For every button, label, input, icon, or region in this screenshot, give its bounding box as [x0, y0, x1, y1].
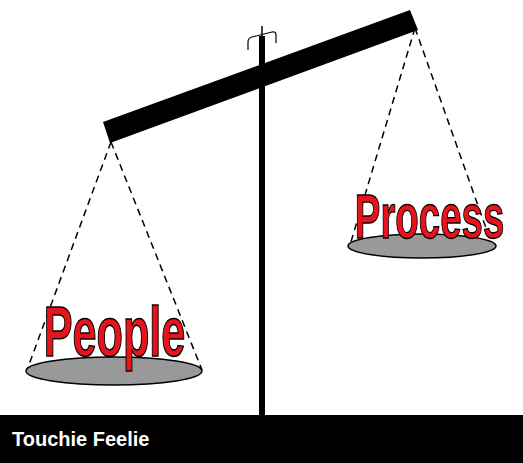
process-pan: Process — [338, 192, 506, 260]
scale-beam — [103, 10, 418, 143]
pan-label: People — [31, 297, 198, 370]
pan-strings — [27, 28, 492, 370]
caption-band: Touchie Feelie — [0, 415, 523, 463]
pan-label: Process — [355, 185, 489, 250]
scale-post — [259, 36, 265, 416]
people-pan: People — [22, 300, 207, 386]
band-label: Touchie Feelie — [12, 415, 149, 463]
scale-bracket — [248, 32, 276, 50]
